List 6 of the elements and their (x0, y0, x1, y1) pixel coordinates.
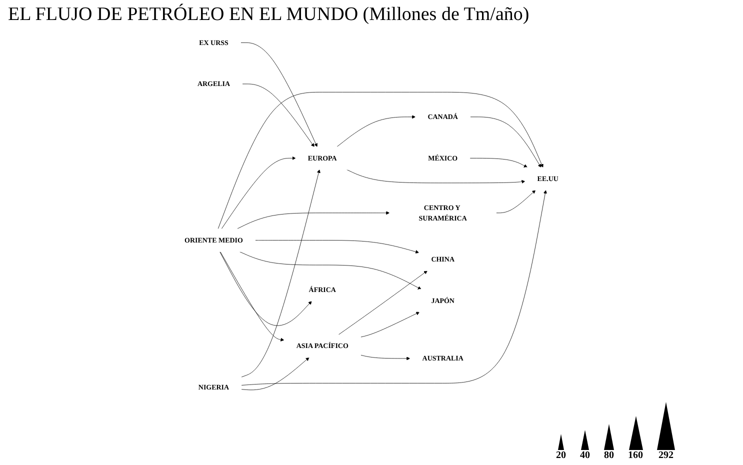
legend-label: 20 (556, 450, 566, 461)
legend-label: 40 (580, 450, 590, 461)
legend-label: 160 (628, 450, 643, 461)
legend-label: 292 (658, 450, 674, 461)
legend-label: 80 (604, 450, 614, 461)
diagram-title: EL FLUJO DE PETRÓLEO EN EL MUNDO (Millones de Tm/año) (8, 4, 530, 26)
